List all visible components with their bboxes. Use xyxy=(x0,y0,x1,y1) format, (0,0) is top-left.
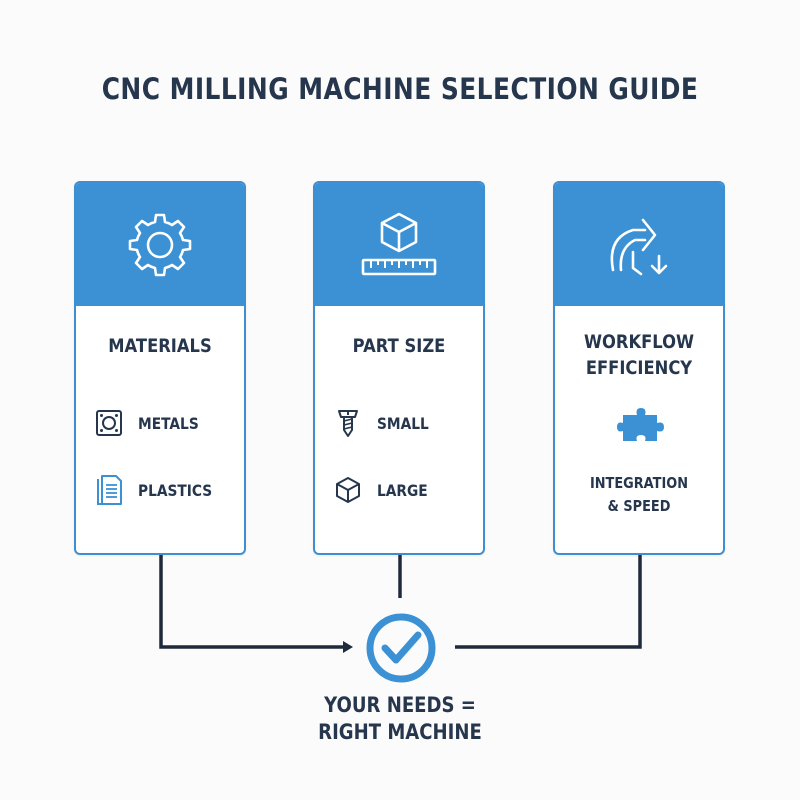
cube-ruler-icon xyxy=(361,212,437,275)
list-item-label: SMALL xyxy=(377,413,429,433)
result-label: YOUR NEEDS = RIGHT MACHINE xyxy=(56,692,744,746)
card-materials: MATERIALS METALS PLASTICS xyxy=(74,181,246,555)
list-item-small: SMALL xyxy=(333,408,437,438)
list-item-label: LARGE xyxy=(377,480,428,500)
card-workflow-detail-line1: INTEGRATION xyxy=(589,474,689,492)
result-line2: RIGHT MACHINE xyxy=(318,720,482,744)
puzzle-icon xyxy=(613,405,667,449)
page-title: CNC MILLING MACHINE SELECTION GUIDE xyxy=(101,72,699,106)
card-workflow-title-line1: WORKFLOW xyxy=(583,331,695,353)
gear-icon xyxy=(128,213,192,276)
card-materials-header xyxy=(76,183,244,306)
list-item-plastics: PLASTICS xyxy=(94,475,224,505)
result-line1: YOUR NEEDS = xyxy=(324,693,476,717)
card-materials-title: MATERIALS xyxy=(108,335,212,357)
checkmark-circle-icon xyxy=(364,611,438,689)
card-part-size: PART SIZE SMALL LARGE xyxy=(313,181,485,555)
connector-workflow xyxy=(455,555,642,649)
card-workflow-efficiency: WORKFLOW EFFICIENCY INTEGRATION & SPEED xyxy=(553,181,725,555)
list-item-metals: METALS xyxy=(94,408,209,438)
metal-plate-icon xyxy=(94,408,124,438)
card-workflow-detail-line2: & SPEED xyxy=(607,497,671,515)
cube-icon xyxy=(333,475,363,505)
workflow-arrow-icon xyxy=(610,218,668,275)
list-item-large: LARGE xyxy=(333,475,436,505)
document-icon xyxy=(94,475,124,505)
card-workflow-title: WORKFLOW EFFICIENCY xyxy=(567,329,711,381)
list-item-label: PLASTICS xyxy=(138,480,213,500)
card-workflow-detail: INTEGRATION & SPEED xyxy=(567,472,711,518)
arrowhead-right-icon xyxy=(343,641,353,653)
card-part-size-header xyxy=(315,183,483,306)
card-workflow-title-line2: EFFICIENCY xyxy=(585,357,693,379)
card-workflow-header xyxy=(555,183,723,306)
card-part-size-title: PART SIZE xyxy=(352,335,446,357)
screw-icon xyxy=(333,408,363,438)
list-item-label: METALS xyxy=(138,413,199,433)
connector-materials xyxy=(159,555,343,649)
